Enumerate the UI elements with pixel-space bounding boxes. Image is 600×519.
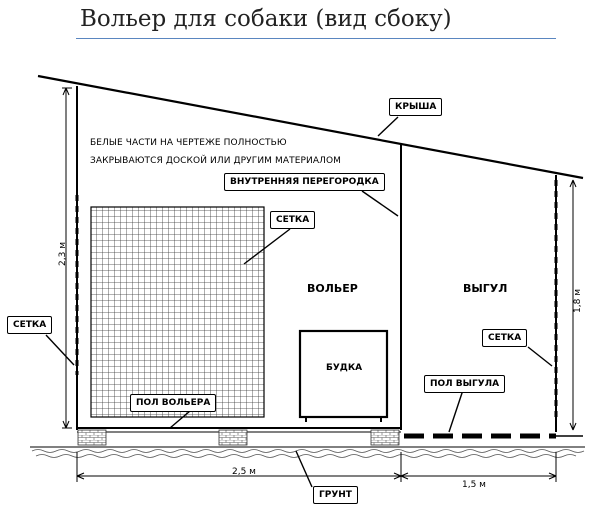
enclosure-zone-label: ВОЛЬЕР (307, 282, 358, 295)
leader-mesh-left (45, 334, 75, 366)
brick-support (370, 429, 400, 446)
leader-enclosure-floor (169, 410, 191, 429)
brick-support (218, 429, 248, 446)
mesh-left-label: СЕТКА (7, 316, 53, 334)
partition-label: ВНУТРЕННЯЯ ПЕРЕГОРОДКА (224, 173, 385, 191)
leader-partition (361, 190, 399, 217)
run-floor-label: ПОЛ ВЫГУЛА (424, 375, 506, 393)
materials-note: БЕЛЫЕ ЧАСТИ НА ЧЕРТЕЖЕ ПОЛНОСТЬЮ ЗАКРЫВА… (90, 134, 341, 170)
dim-right-height (569, 179, 577, 431)
roof-label: КРЫША (389, 98, 443, 116)
enclosure-floor-label: ПОЛ ВОЛЬЕРА (130, 394, 217, 412)
run-zone-label: ВЫГУЛ (463, 282, 508, 295)
enclosure-width-dim-label: 2,5 м (232, 467, 256, 477)
dim-enclosure-width (76, 452, 402, 482)
note-line-1: БЕЛЫЕ ЧАСТИ НА ЧЕРТЕЖЕ ПОЛНОСТЬЮ (90, 138, 287, 148)
mesh-panel (90, 206, 265, 418)
run-width-dim-label: 1,5 м (462, 480, 486, 490)
roof-line (37, 74, 584, 180)
dim-left-height (62, 87, 72, 429)
brick-support (77, 429, 107, 446)
dog-booth (298, 329, 389, 419)
mesh-inner-label: СЕТКА (270, 211, 316, 229)
leader-ground (295, 450, 313, 488)
note-line-2: ЗАКРЫВАЮТСЯ ДОСКОЙ ИЛИ ДРУГИМ МАТЕРИАЛОМ (90, 156, 342, 166)
title-underline (76, 38, 556, 39)
leader-mesh-right (527, 346, 553, 367)
ground-hatch (31, 449, 585, 458)
mesh-right-label: СЕТКА (482, 329, 528, 347)
leader-mesh-inner (243, 228, 291, 265)
leader-roof (377, 116, 399, 137)
booth-label: БУДКА (326, 363, 363, 373)
leader-run-floor (448, 389, 464, 433)
left-height-dim-label: 2,3 м (58, 242, 68, 266)
dim-run-width (400, 452, 557, 482)
right-height-dim-label: 1,8 м (573, 289, 583, 313)
ground-label: ГРУНТ (313, 486, 358, 504)
diagram-title: Вольер для собаки (вид сбоку) (80, 6, 452, 32)
